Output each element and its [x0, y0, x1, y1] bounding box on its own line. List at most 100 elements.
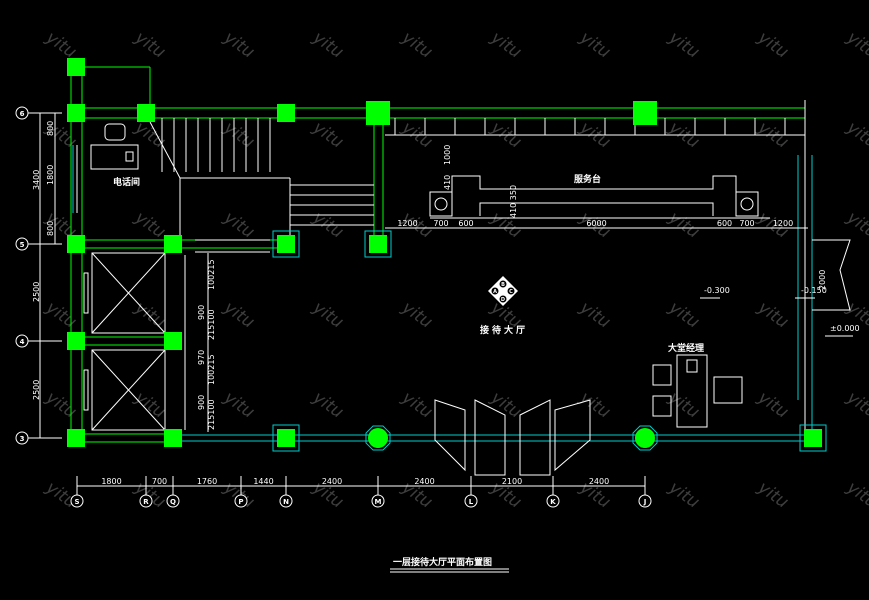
revolving-door	[434, 399, 591, 476]
watermark-text: yitu	[486, 387, 525, 423]
round-column	[632, 425, 658, 451]
index-b: B	[501, 282, 505, 288]
column-axis-label: K	[550, 498, 556, 506]
watermark-text: yitu	[575, 387, 614, 423]
column-axis-label: J	[643, 498, 647, 506]
phone-icon	[125, 151, 134, 162]
phone-desk	[90, 144, 139, 170]
watermark-text: yitu	[397, 297, 436, 333]
watermark-text: yitu	[219, 387, 258, 423]
watermark-text: yitu	[842, 387, 869, 423]
watermark-text: yitu	[575, 27, 614, 63]
watermark-text: yitu	[486, 207, 525, 243]
elevation-3: ±0.000	[830, 324, 860, 333]
elevator-dimension: 900	[197, 395, 206, 410]
column-outline	[799, 424, 827, 452]
watermark-text: yitu	[219, 27, 258, 63]
watermark-text: yitu	[308, 297, 347, 333]
column	[277, 429, 295, 447]
elevator-dimension: 100215	[207, 354, 216, 385]
column-outline	[272, 424, 300, 452]
column-axis-bubble	[70, 494, 84, 508]
watermark-text: yitu	[664, 207, 703, 243]
column-outline	[364, 230, 392, 258]
elevator-2	[83, 349, 166, 431]
column	[137, 104, 155, 122]
round-column-fill	[635, 428, 655, 448]
watermark-text: yitu	[308, 117, 347, 153]
column	[67, 58, 85, 76]
row-axis-label: 6	[20, 110, 25, 118]
svg-text:2500: 2500	[32, 282, 41, 302]
column	[277, 104, 295, 122]
watermark-text: yitu	[397, 387, 436, 423]
elevator-dimension: 215100	[207, 309, 216, 340]
watermark-text: yitu	[219, 297, 258, 333]
svg-text:800: 800	[46, 221, 55, 236]
column	[164, 429, 182, 447]
elevator-dimension: 100215	[207, 259, 216, 290]
desk-dim-410-350: 410 350	[509, 185, 518, 218]
column-axis-label: P	[238, 498, 243, 506]
column-axis-label: Q	[170, 498, 176, 506]
watermark-text: yitu	[664, 477, 703, 513]
column	[369, 235, 387, 253]
watermark-text: yitu	[664, 297, 703, 333]
chair-icon	[104, 123, 126, 141]
bottom-dimension: 1800	[101, 477, 121, 486]
watermark-text: yitu	[753, 387, 792, 423]
watermark-text: yitu	[397, 27, 436, 63]
column-axis-bubble	[638, 494, 652, 508]
column	[67, 429, 85, 447]
svg-text:1800: 1800	[46, 165, 55, 185]
row-axis-bubble	[15, 237, 29, 251]
column	[164, 332, 182, 350]
svg-text:800: 800	[46, 121, 55, 136]
desk-dimension: 6000	[586, 219, 606, 228]
round-column-fill	[368, 428, 388, 448]
column-axis-bubble	[371, 494, 385, 508]
lobby-manager-desk	[652, 354, 743, 428]
watermark-text: yitu	[41, 297, 80, 333]
column	[164, 235, 182, 253]
elevator-dimension: 215100	[207, 399, 216, 430]
desk-dimension: 700	[433, 219, 448, 228]
watermark-text: yitu	[130, 387, 169, 423]
watermark-text: yitu	[219, 207, 258, 243]
watermark-text: yitu	[753, 297, 792, 333]
column	[67, 332, 85, 350]
staircase	[161, 118, 374, 226]
watermark-text: yitu	[41, 387, 80, 423]
desk-dimension: 600	[458, 219, 473, 228]
desk-dim-410: 410	[443, 175, 452, 190]
elevator-dimension: 900	[197, 305, 206, 320]
index-d: D	[501, 297, 505, 303]
column-axis-label: L	[469, 498, 474, 506]
row-axis-bubble	[15, 334, 29, 348]
watermark-text: yitu	[842, 27, 869, 63]
watermark-text: yitu	[130, 27, 169, 63]
index-c: C	[509, 289, 513, 295]
lobby-manager-label: 大堂经理	[668, 342, 704, 354]
watermark-text: yitu	[664, 27, 703, 63]
window-mullions	[394, 118, 786, 135]
bottom-dimension: 1440	[253, 477, 273, 486]
drawing-title: 一层接待大厅平面布置图	[393, 556, 492, 568]
index-a: A	[493, 289, 497, 295]
column-axis-label: N	[283, 498, 289, 506]
column-axis-bubble	[166, 494, 180, 508]
column-axis-bubble	[464, 494, 478, 508]
left-dimensions: 3400 800 1800 800 2500 2500	[32, 113, 56, 438]
watermark-text: yitu	[308, 27, 347, 63]
desk-dimension: 700	[739, 219, 754, 228]
phone-room-label: 电话间	[113, 176, 140, 188]
watermark-text: yitu	[842, 207, 869, 243]
column-axis-label: R	[143, 498, 149, 506]
elevation-1: -0.300	[704, 286, 730, 295]
watermark-text: yitu	[219, 117, 258, 153]
structural-columns	[67, 58, 827, 452]
column	[277, 235, 295, 253]
